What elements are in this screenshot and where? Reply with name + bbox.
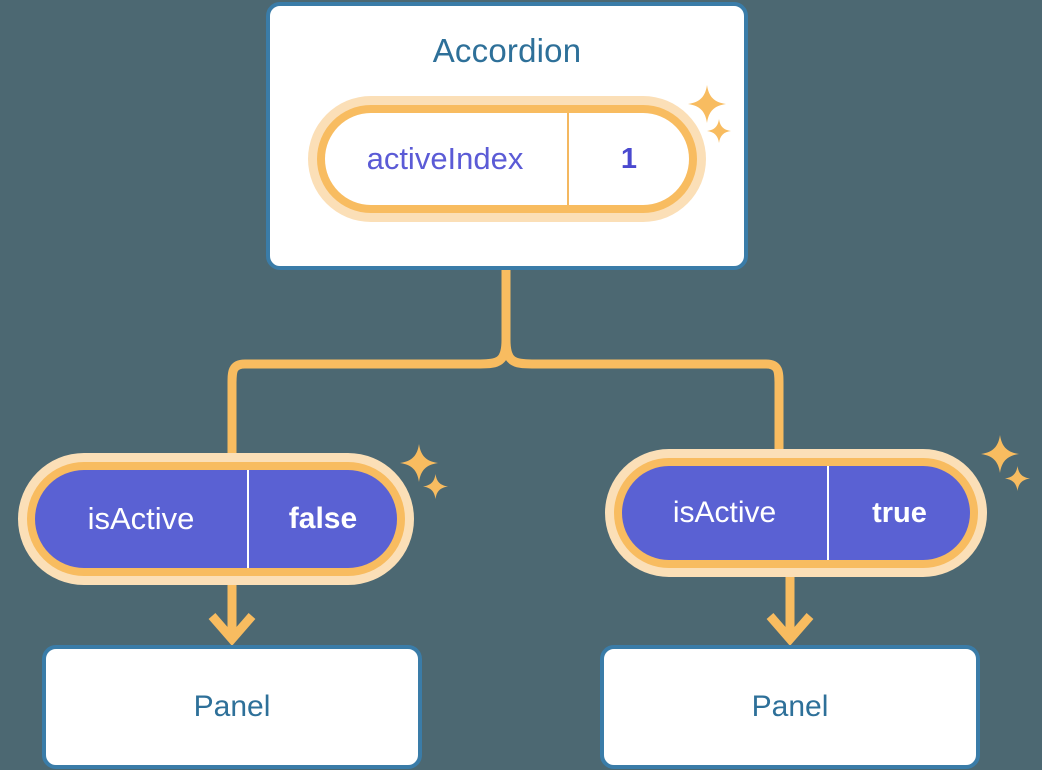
prop-badge-isactive-false[interactable]: isActive false [18, 453, 414, 585]
prop-value-isactive-left: false [288, 502, 358, 535]
prop-badge-ring: activeIndex 1 [317, 105, 697, 213]
prop-badge-body: activeIndex 1 [325, 113, 689, 205]
component-title-panel-left: Panel [193, 690, 271, 723]
prop-value-isactive-right: true [872, 496, 927, 529]
prop-badge-ring: isActive false [27, 462, 405, 576]
connector-branch-right [501, 339, 784, 452]
prop-badge-body: isActive false [35, 470, 397, 568]
component-title-panel-right: Panel [751, 690, 829, 723]
arrow-down-icon-left [208, 613, 256, 646]
prop-key-isactive-left: isActive [35, 470, 249, 568]
sparkle-four-point-small-icon [423, 474, 448, 499]
component-title-accordion: Accordion [432, 32, 582, 69]
sparkle-four-point-icon [981, 435, 1019, 473]
connector-branch-left [227, 339, 511, 455]
prop-badge-ring: isActive true [614, 458, 978, 568]
prop-badge-body: isActive true [622, 466, 970, 560]
prop-badge-activeindex[interactable]: activeIndex 1 [308, 96, 706, 222]
component-node-panel-left[interactable]: Panel [42, 645, 422, 769]
sparkle-four-point-icon [400, 444, 438, 482]
prop-key-isactive-right: isActive [622, 466, 829, 560]
arrow-down-icon-right [766, 613, 814, 646]
prop-key-activeindex: activeIndex [325, 113, 569, 205]
component-node-panel-right[interactable]: Panel [600, 645, 980, 769]
sparkle-four-point-small-icon [1005, 466, 1030, 491]
prop-value-activeindex: 1 [620, 142, 638, 175]
prop-badge-isactive-true[interactable]: isActive true [605, 449, 987, 577]
